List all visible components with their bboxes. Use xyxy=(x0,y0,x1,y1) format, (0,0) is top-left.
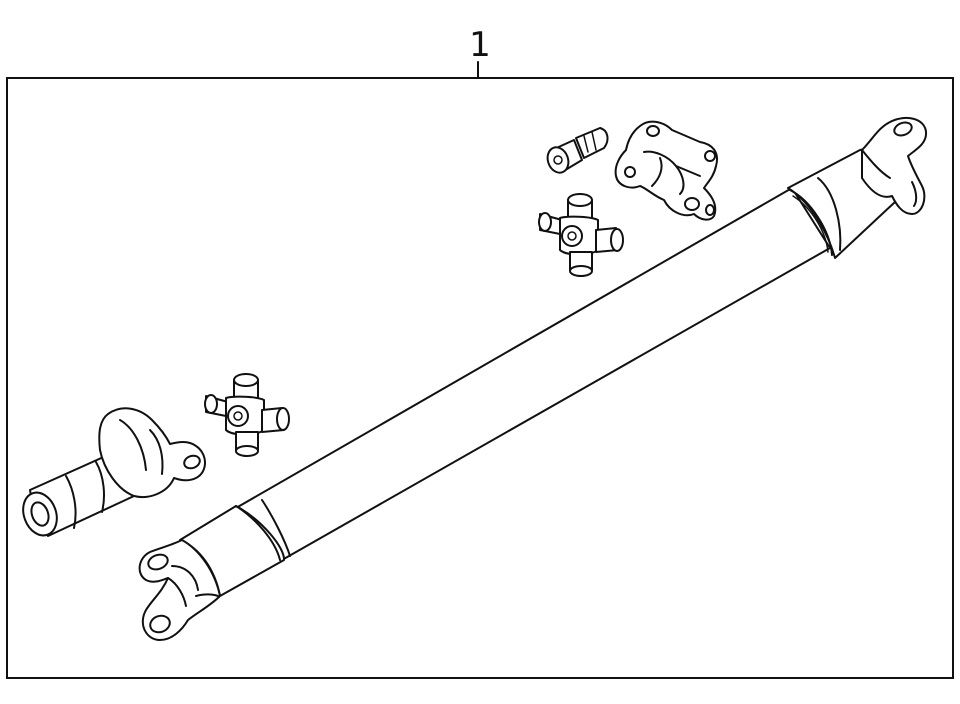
universal-joint-lower xyxy=(204,373,290,457)
right-end-yoke xyxy=(861,116,928,215)
universal-joint-upper xyxy=(538,193,624,277)
center-support-bracket xyxy=(614,120,718,221)
diagram-frame xyxy=(6,77,954,679)
callout-number-1: 1 xyxy=(469,25,491,65)
slip-yoke-stub-shaft xyxy=(22,407,206,537)
driveshaft-tube xyxy=(235,187,831,561)
left-end-yoke xyxy=(138,539,221,641)
bolt xyxy=(546,127,609,174)
